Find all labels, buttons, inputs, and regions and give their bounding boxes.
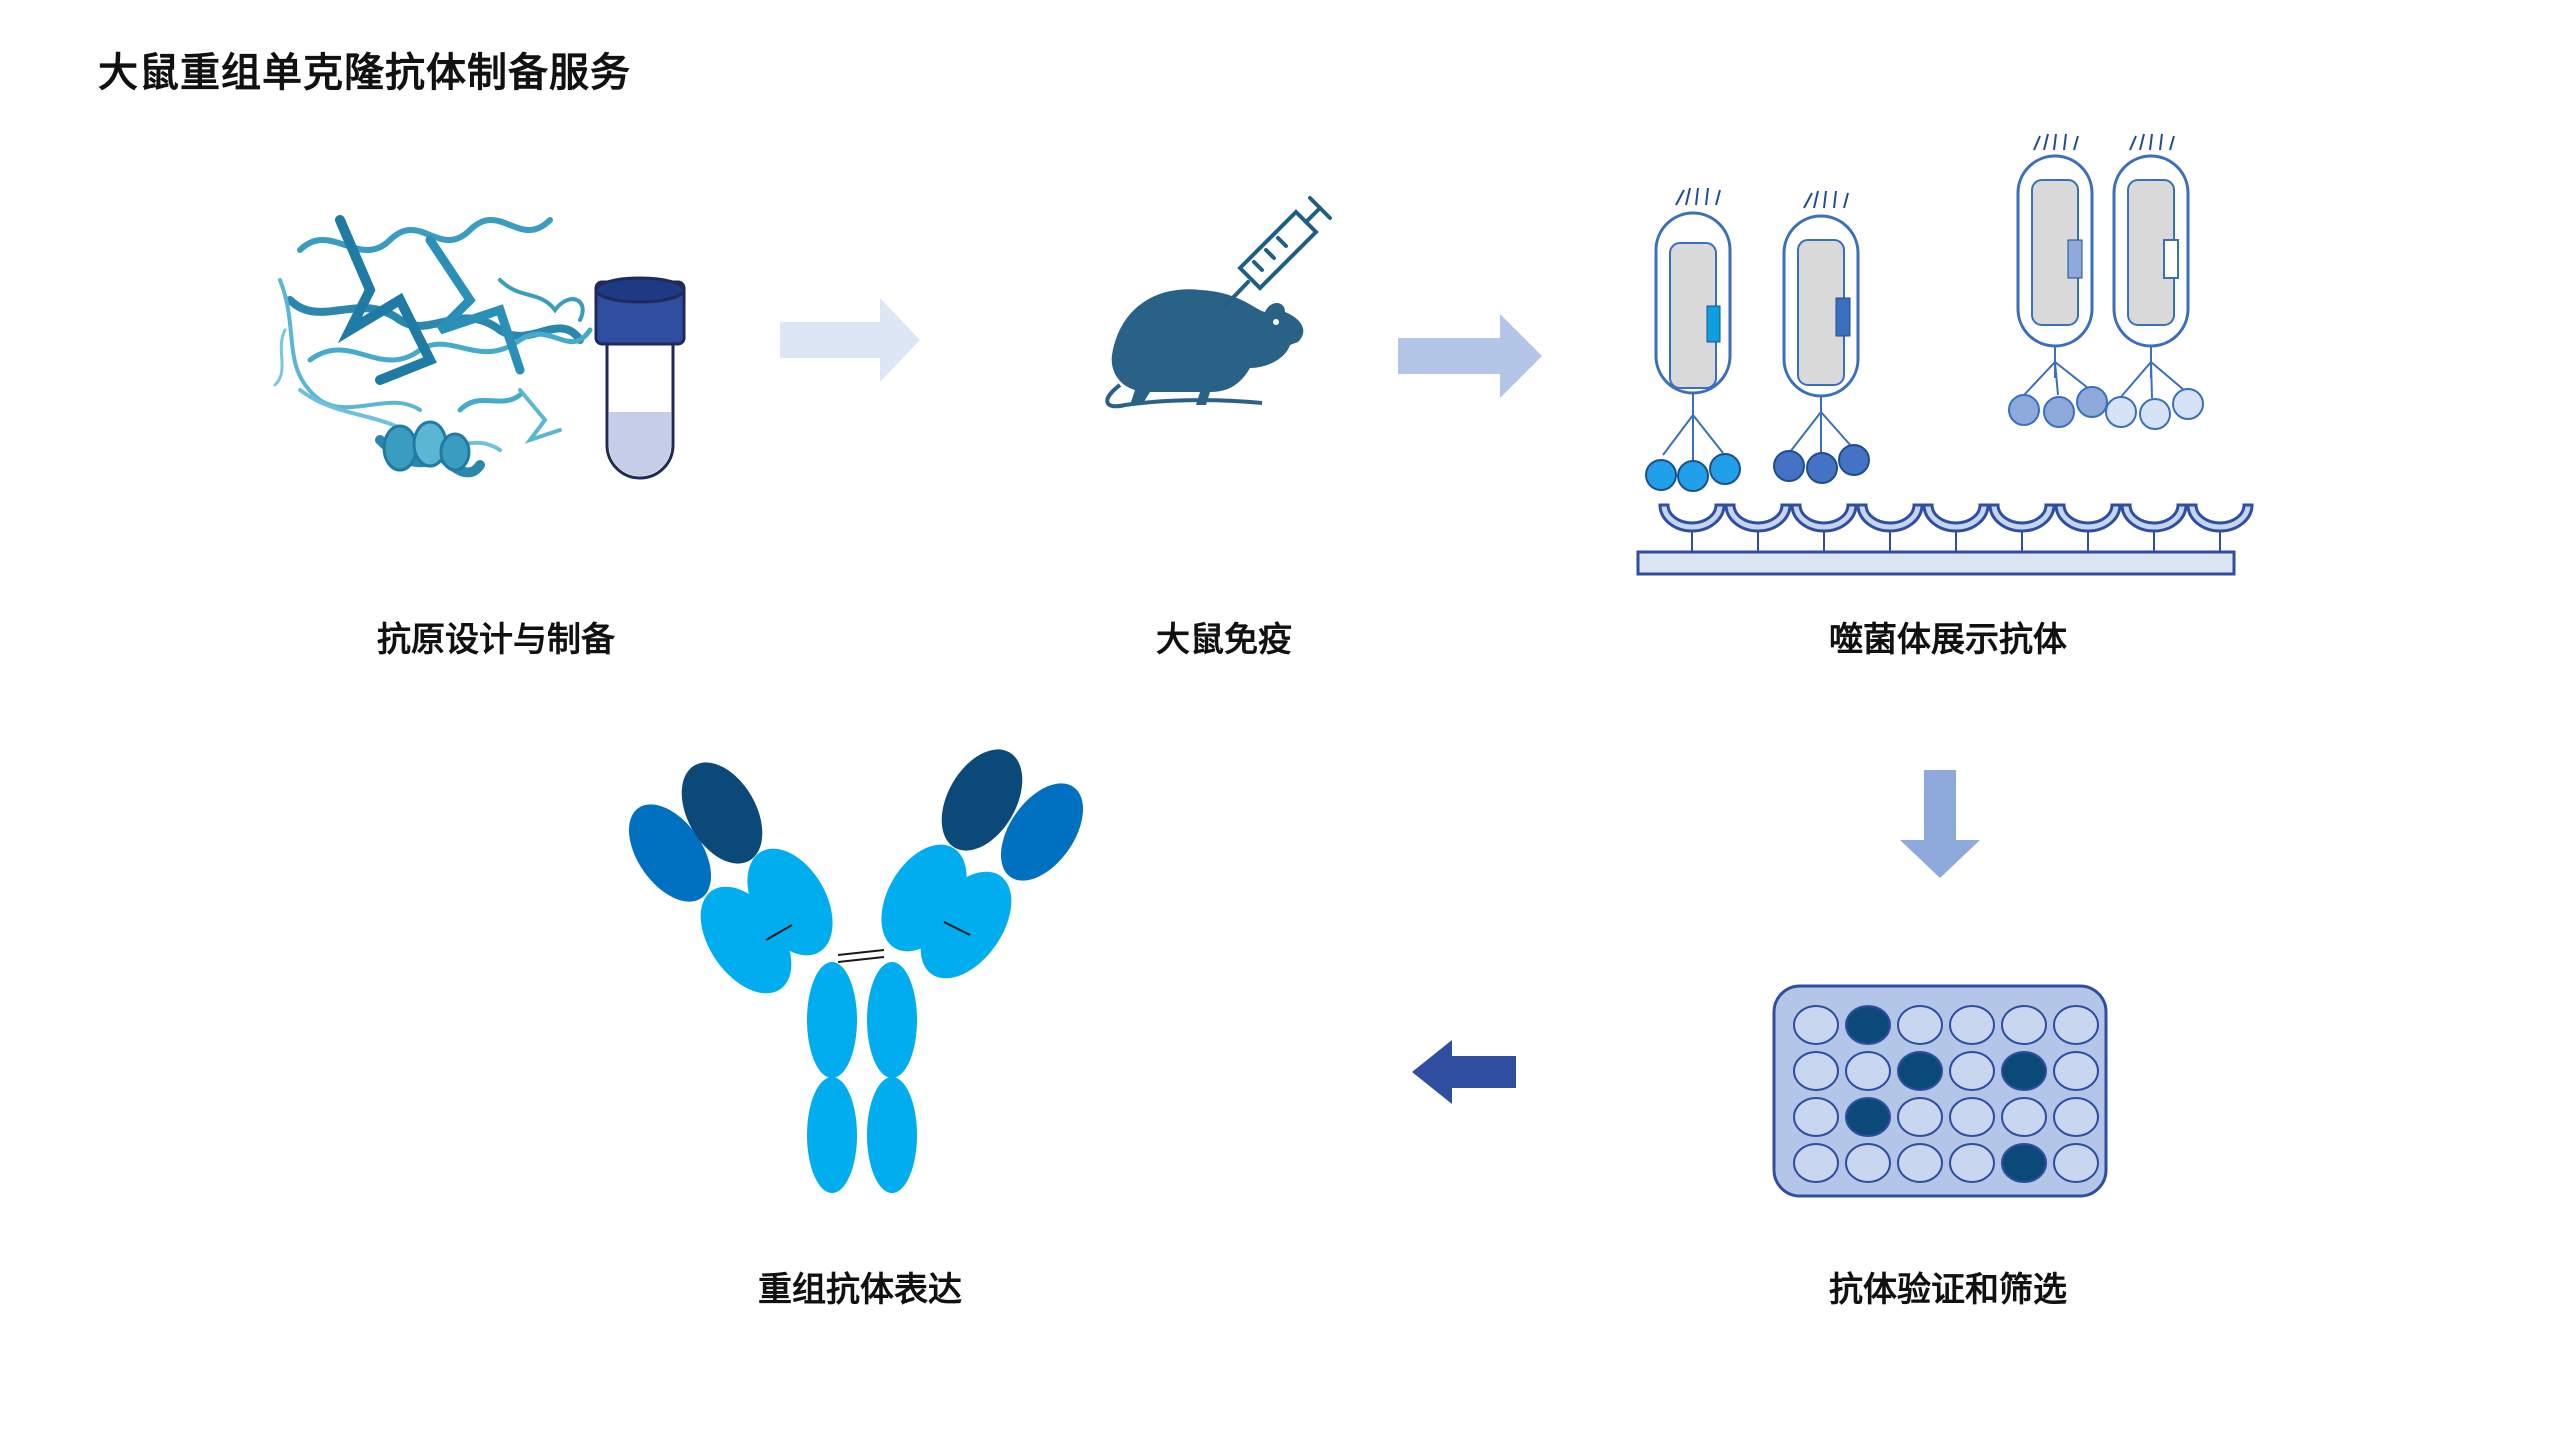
step-label-screening: 抗体验证和筛选 — [1829, 1270, 2067, 1310]
arrow-left — [1412, 1040, 1516, 1104]
page-title: 大鼠重组单克隆抗体制备服务 — [98, 50, 631, 96]
plate-well — [1845, 1051, 1891, 1091]
plate-well — [1793, 1051, 1839, 1091]
plate-well — [2053, 1051, 2099, 1091]
plate-well-positive — [2001, 1143, 2047, 1183]
plate-well — [1793, 1143, 1839, 1183]
vial-icon — [594, 276, 686, 480]
plate-icon — [1772, 984, 2108, 1198]
syringe-icon — [1224, 196, 1332, 307]
phage-icon — [1636, 133, 2254, 576]
step-label-immunization: 大鼠免疫 — [1156, 620, 1292, 660]
plate-well-positive — [1845, 1097, 1891, 1137]
plate-well — [1949, 1143, 1995, 1183]
protein-structure-icon — [273, 215, 593, 478]
plate-well — [1949, 1051, 1995, 1091]
arrow-down — [1900, 770, 1980, 878]
plate-well — [2001, 1097, 2047, 1137]
plate-well — [1949, 1005, 1995, 1045]
arrow-right-2 — [1398, 314, 1542, 398]
step-label-antigen: 抗原设计与制备 — [377, 620, 615, 660]
plate-well — [1897, 1005, 1943, 1045]
plate-well-positive — [1845, 1005, 1891, 1045]
plate-well — [2053, 1143, 2099, 1183]
antibody-icon — [628, 749, 1084, 1193]
step-label-phage-display: 噬菌体展示抗体 — [1829, 620, 2067, 660]
step-label-expression: 重组抗体表达 — [758, 1270, 962, 1310]
plate-well — [1845, 1143, 1891, 1183]
rat-icon — [1105, 289, 1304, 409]
plate-well — [1793, 1005, 1839, 1045]
plate-well — [1793, 1097, 1839, 1137]
plate-well — [1897, 1143, 1943, 1183]
arrow-right-1 — [780, 298, 920, 382]
plate-well-positive — [2001, 1051, 2047, 1091]
plate-well — [2053, 1097, 2099, 1137]
plate-well-positive — [1897, 1051, 1943, 1091]
plate-well — [1897, 1097, 1943, 1137]
plate-well — [1949, 1097, 1995, 1137]
plate-well — [2053, 1005, 2099, 1045]
plate-well — [2001, 1005, 2047, 1045]
